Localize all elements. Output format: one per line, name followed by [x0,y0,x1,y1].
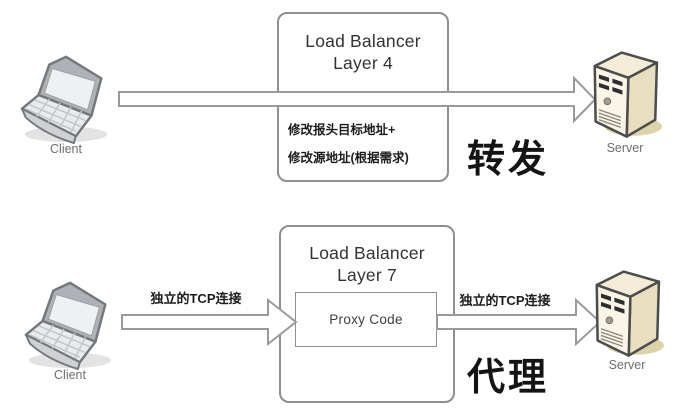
client-caption-bottom: Client [54,368,86,382]
server-caption-bottom: Server [608,358,646,372]
layer7-title-line1: Load Balancer [309,243,425,263]
layer4-note-line1: 修改报头目标地址+ [288,123,396,137]
proxy-code-box: Proxy Code [295,292,437,347]
load-balancer-layer4-box: Load Balancer Layer 4 修改报头目标地址+ 修改源地址(根据… [277,12,449,182]
mode-label-forwarding: 转发 [466,139,549,181]
tcp-connection-label-right: 独立的TCP连接 [459,293,551,308]
layer7-box-title: Load Balancer Layer 7 [281,227,453,286]
layer4-box-title: Load Balancer Layer 4 [279,14,447,74]
server-caption-top: Server [606,141,644,155]
client-laptop-icon [14,48,118,146]
layer4-title-line2: Layer 4 [333,53,393,73]
client-laptop-icon-bottom [18,274,122,372]
layer4-notes: 修改报头目标地址+ 修改源地址(根据需求) [288,116,409,172]
mode-label-proxy: 代理 [466,357,549,399]
layer4-title-line1: Load Balancer [305,31,421,51]
layer4-note-line2: 修改源地址(根据需求) [288,151,409,165]
tcp-connection-label-left: 独立的TCP连接 [150,291,242,306]
server-tower-icon-bottom [585,263,669,360]
proxy-code-label: Proxy Code [329,312,403,327]
layer7-title-line2: Layer 7 [337,265,397,285]
server-tower-icon [583,44,667,141]
client-caption-top: Client [50,142,82,156]
